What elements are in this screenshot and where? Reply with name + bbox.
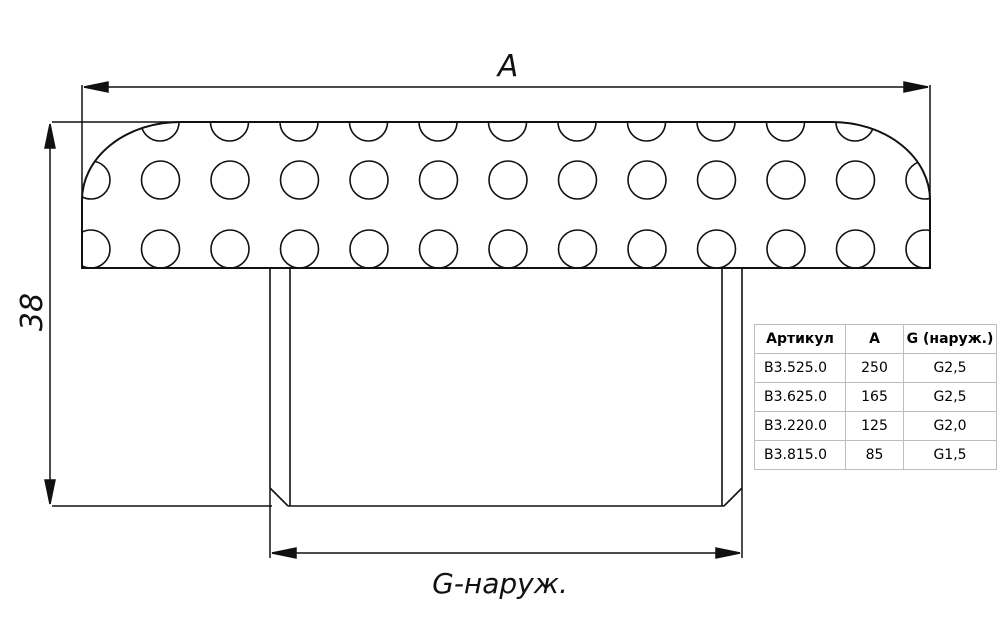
cell-a: 250 xyxy=(845,353,904,383)
cell-a: 85 xyxy=(845,440,904,470)
hole xyxy=(557,229,598,268)
dimension-thread-label: G-наруж. xyxy=(432,567,568,600)
hole xyxy=(626,122,667,142)
cell-article: В3.525.0 xyxy=(754,353,846,383)
cap-holes xyxy=(82,122,930,268)
hole xyxy=(766,160,806,200)
hole xyxy=(418,160,459,200)
hole xyxy=(835,229,876,268)
hole xyxy=(140,122,180,142)
hole xyxy=(210,229,250,268)
spec-table: Артикул A G (наруж.) В3.525.0 250 G2,5 В… xyxy=(754,324,997,470)
hole xyxy=(627,229,667,268)
cap-outline xyxy=(81,121,931,269)
hole xyxy=(488,229,528,268)
table-row: В3.815.0 85 G1,5 xyxy=(754,440,997,470)
table-row: В3.525.0 250 G2,5 xyxy=(754,353,997,383)
cell-g: G1,5 xyxy=(903,440,997,470)
hole xyxy=(209,122,250,142)
hole xyxy=(696,122,736,142)
table-row: В3.220.0 125 G2,0 xyxy=(754,411,997,441)
hole xyxy=(82,229,111,268)
dimension-height-label: 38 xyxy=(15,293,50,331)
hole xyxy=(349,160,389,200)
dimension-a-label: A xyxy=(496,49,519,84)
header-g: G (наруж.) xyxy=(903,324,997,354)
cell-a: 125 xyxy=(845,411,904,441)
perforated-cap xyxy=(81,121,931,269)
hole xyxy=(488,160,528,200)
table-header-row: Артикул A G (наруж.) xyxy=(754,324,997,354)
cell-g: G2,0 xyxy=(903,411,997,441)
hole xyxy=(210,160,250,200)
hole xyxy=(905,160,930,200)
threaded-stem xyxy=(269,268,743,507)
hole xyxy=(418,229,459,268)
hole xyxy=(766,229,806,268)
hole xyxy=(835,160,876,200)
header-a: A xyxy=(845,324,904,354)
hole xyxy=(348,122,389,142)
dimension-thread xyxy=(269,488,743,559)
cell-a: 165 xyxy=(845,382,904,412)
hole xyxy=(904,122,930,142)
hole xyxy=(140,160,181,200)
header-article: Артикул xyxy=(754,324,846,354)
hole xyxy=(418,122,458,142)
hole xyxy=(627,160,667,200)
cell-article: В3.625.0 xyxy=(754,382,846,412)
dimension-height xyxy=(44,121,272,507)
hole xyxy=(557,122,597,142)
hole xyxy=(696,160,737,200)
table-row: В3.625.0 165 G2,5 xyxy=(754,382,997,412)
cell-g: G2,5 xyxy=(903,353,997,383)
hole xyxy=(905,229,930,268)
hole xyxy=(696,229,737,268)
hole xyxy=(557,160,598,200)
hole xyxy=(279,229,320,268)
hole xyxy=(279,160,320,200)
cell-g: G2,5 xyxy=(903,382,997,412)
hole xyxy=(140,229,181,268)
hole xyxy=(487,122,528,142)
hole xyxy=(349,229,389,268)
hole xyxy=(279,122,319,142)
cell-article: В3.815.0 xyxy=(754,440,846,470)
hole xyxy=(765,122,806,142)
cell-article: В3.220.0 xyxy=(754,411,846,441)
hole xyxy=(835,122,875,142)
